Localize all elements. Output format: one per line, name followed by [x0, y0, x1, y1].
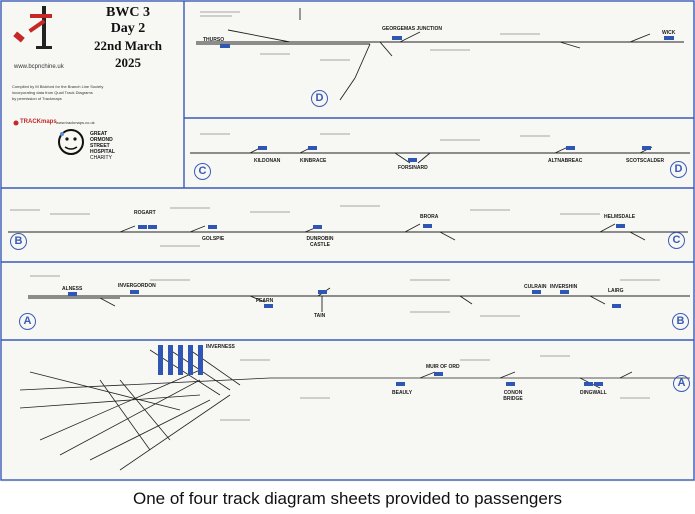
station-label: SCOTSCALDER [626, 158, 665, 164]
track-diagram-sheet: BWC 3 Day 2 22nd March 2025 www.bcpnchin… [0, 0, 695, 482]
charity-line-3: STREET [90, 143, 110, 149]
inverness-platforms [158, 345, 603, 386]
incorporating-note: incorporating data from Quail Track Diag… [12, 90, 93, 95]
charity-logo-icon [58, 129, 84, 155]
station-label: MUIR OF ORD [426, 364, 460, 370]
photo-caption: One of four track diagram sheets provide… [132, 489, 562, 508]
station-label: KILDONAN [254, 158, 281, 164]
permission-note: by permission of Trackmaps [12, 96, 62, 101]
event-title: BWC 3 [106, 5, 150, 20]
charity-line-2: ORMOND [90, 137, 113, 143]
strip-c-platforms [258, 146, 651, 162]
panel-borders [0, 0, 695, 481]
event-year: 2025 [115, 55, 141, 70]
station-label: DUNROBIN CASTLE [306, 236, 334, 248]
station-label: HELMSDALE [604, 214, 636, 220]
station-label: FORSINARD [398, 165, 428, 171]
inverness-complex-track [19, 349, 690, 471]
station-label: DINGWALL [580, 390, 607, 396]
station-label: ROGART [134, 210, 156, 216]
strip-a-upper-track [28, 287, 690, 312]
station-label: CONON BRIDGE [503, 390, 523, 402]
event-date: 22nd March [93, 38, 162, 53]
marker-d-left: D [311, 90, 328, 107]
station-label: FEARN [256, 298, 274, 304]
strip-b-platforms [138, 224, 625, 229]
station-label: THURSO [203, 37, 225, 43]
charity-line-1: GREAT [90, 131, 108, 137]
sheet-graphics [0, 0, 695, 481]
station-label: ALTNABREAC [548, 158, 583, 164]
marker-c-left: C [194, 163, 211, 180]
annotation-texture [10, 11, 660, 421]
station-label: INVERSHIN [550, 284, 578, 290]
marker-b-right: B [672, 313, 689, 330]
strip-b-track [8, 223, 688, 241]
compiled-by-note: Compiled by M Bickford for the Branch Li… [12, 84, 104, 89]
charity-line-5: CHARITY [90, 155, 112, 161]
trackmaps-logo: TRACKmaps [20, 119, 57, 125]
station-label: BRORA [420, 214, 439, 220]
strip-d-platforms [220, 36, 674, 48]
marker-a-left: A [19, 313, 36, 330]
marker-d-right: D [670, 161, 687, 178]
station-label: CULRAIN [524, 284, 547, 290]
marker-c-right: C [668, 232, 685, 249]
station-label: WICK [662, 30, 676, 36]
station-label: LAIRG [608, 288, 624, 294]
marker-b-left: B [10, 233, 27, 250]
station-label: BEAULY [392, 390, 413, 396]
strip-a-upper-platforms [68, 290, 621, 308]
station-label: GEORGEMAS JUNCTION [382, 26, 443, 32]
station-label: GOLSPIE [202, 236, 225, 242]
trackmaps-dot-icon [13, 120, 19, 126]
trackmaps-url: www.trackmaps.co.uk [56, 120, 95, 125]
charity-line-4: HOSPITAL [90, 149, 115, 155]
event-day: Day 2 [110, 21, 146, 36]
station-label: TAIN [314, 313, 326, 319]
station-label: INVERNESS [206, 344, 235, 350]
station-label: INVERGORDON [118, 283, 156, 289]
station-label: ALNESS [62, 286, 83, 292]
signal-logo-icon [13, 6, 52, 49]
marker-a-right: A [673, 375, 690, 392]
website-url: www.bcpnchine.uk [14, 64, 64, 70]
station-label: KINBRACE [300, 158, 327, 164]
